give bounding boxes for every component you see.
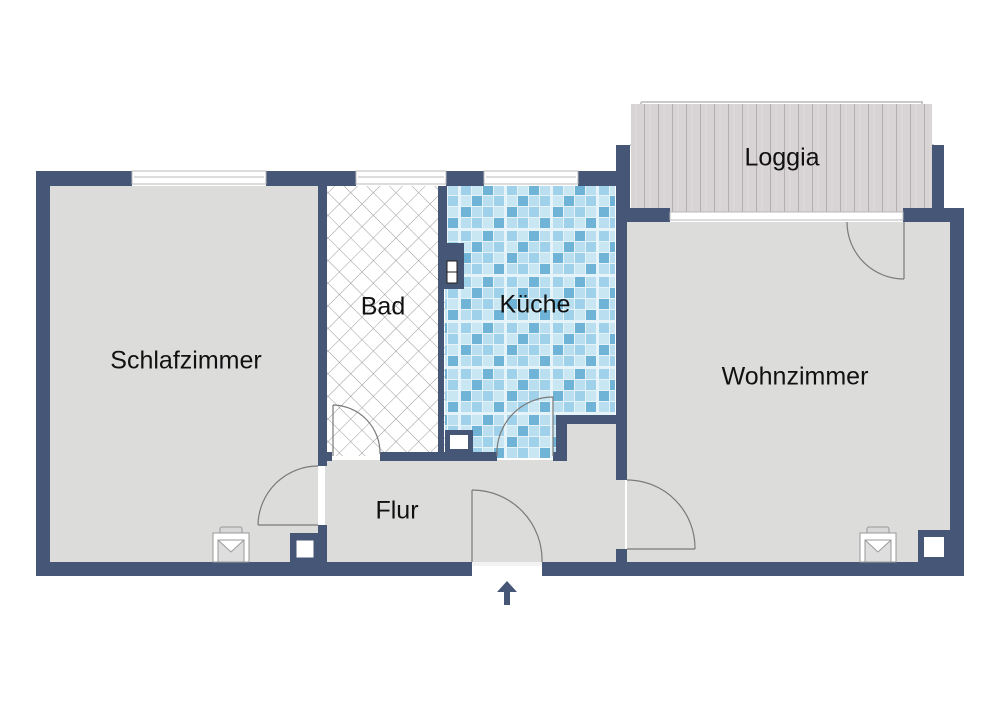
shaft-kitchen: [450, 435, 468, 449]
vent-icon: [446, 260, 458, 284]
room-label-wohnzimmer: Wohnzimmer: [721, 362, 869, 391]
radiator-icon: [859, 526, 897, 563]
flur-floor: [325, 460, 625, 562]
walls: [36, 145, 964, 576]
loggia-floor: [631, 104, 932, 216]
room-label-kueche: Küche: [499, 290, 571, 319]
shaft-bedroom: [295, 539, 315, 559]
kueche-floor: [445, 186, 615, 458]
bad-floor: [327, 186, 449, 456]
room-label-schlafzimmer: Schlafzimmer: [110, 346, 262, 375]
entrance-arrow-icon: [497, 581, 517, 605]
doors: [257, 221, 905, 563]
shaft-living: [924, 537, 944, 557]
radiator-icon: [212, 526, 250, 563]
schlafzimmer-floor: [50, 186, 318, 562]
windows: [131, 170, 904, 221]
room-label-loggia: Loggia: [744, 143, 820, 172]
wohnzimmer-floor: [627, 222, 950, 562]
room-label-flur: Flur: [375, 496, 419, 525]
room-label-bad: Bad: [360, 292, 406, 321]
